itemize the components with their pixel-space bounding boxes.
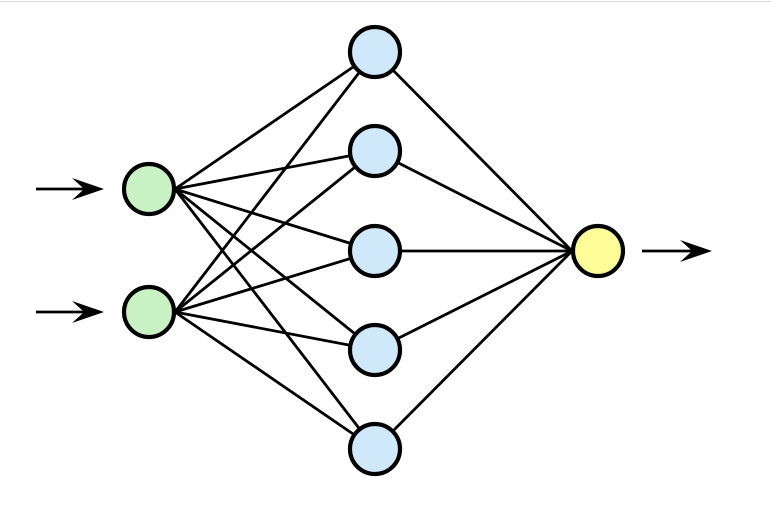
hidden-node-1 xyxy=(347,24,403,80)
hidden-node-2 xyxy=(347,123,403,179)
edge-hidden3-output0 xyxy=(374,249,573,352)
edge-input1-hidden3 xyxy=(174,310,376,352)
edge-hidden1-output0 xyxy=(374,149,573,253)
hidden-node-4 xyxy=(347,322,403,378)
input-arrow-2-head-icon xyxy=(72,301,104,323)
output-node-1 xyxy=(570,223,626,279)
edge-input0-hidden3 xyxy=(174,187,376,352)
edge-input0-hidden1 xyxy=(174,149,376,191)
edge-hidden4-output0 xyxy=(374,250,573,450)
hidden-node-3 xyxy=(347,223,403,279)
edge-hidden0-output0 xyxy=(374,51,573,252)
edge-input1-hidden0 xyxy=(173,51,377,313)
edge-input0-hidden2 xyxy=(174,187,376,253)
edge-input0-hidden4 xyxy=(173,188,377,450)
input-node-2 xyxy=(121,284,177,340)
input-node-1 xyxy=(121,161,177,217)
output-arrow-1-head-icon xyxy=(680,240,712,262)
edge-input1-hidden4 xyxy=(174,310,376,451)
top-border-line xyxy=(0,1,771,2)
input-arrow-1-head-icon xyxy=(72,178,104,200)
edge-input1-hidden1 xyxy=(174,149,376,314)
edge-input0-hidden0 xyxy=(174,50,376,191)
edge-input1-hidden2 xyxy=(174,249,376,314)
hidden-node-5 xyxy=(347,421,403,477)
